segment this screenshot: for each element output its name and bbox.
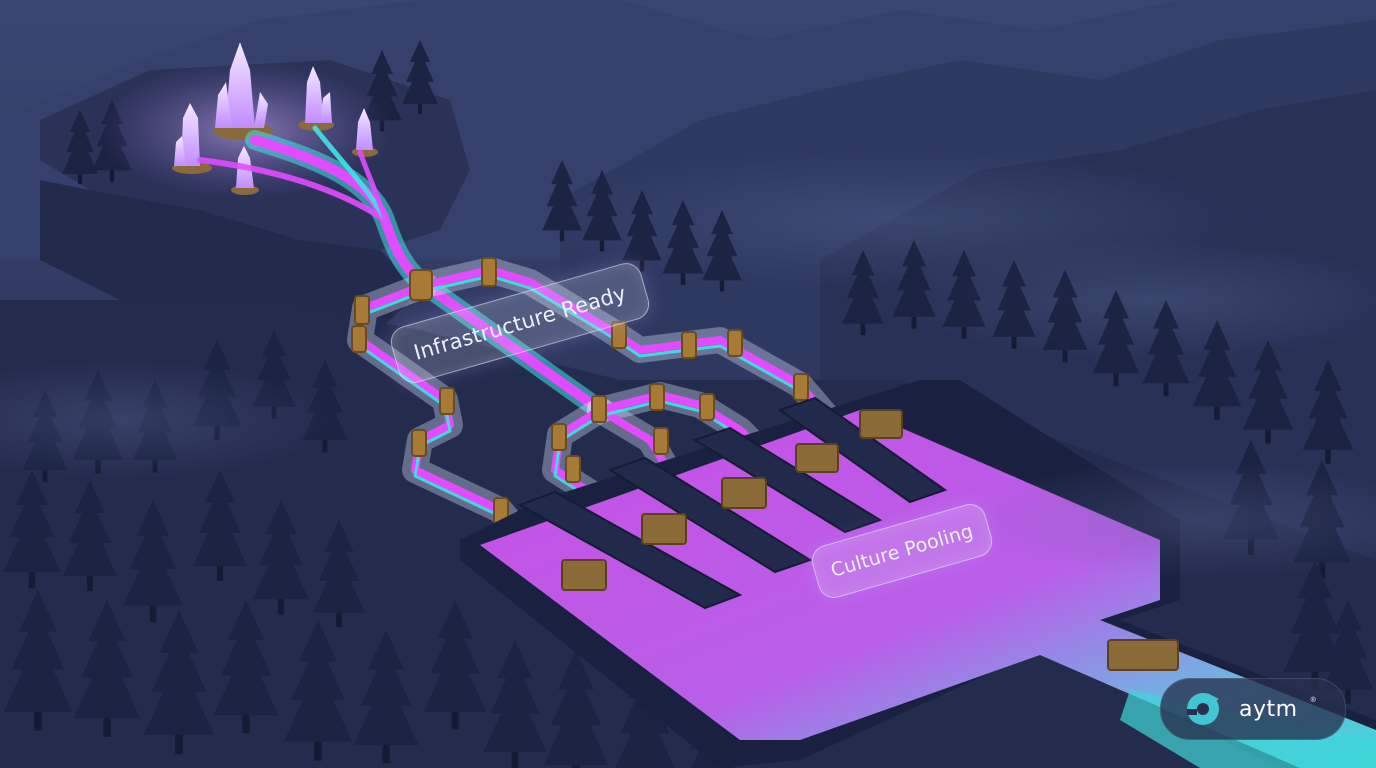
sluice-gate-icon [561,409,1179,671]
pipe-valve-icon [351,257,809,525]
aytm-wordmark: aytm [1239,696,1298,722]
aytm-logo-icon [1187,693,1219,725]
aytm-logo: aytm ® [1160,678,1346,740]
trademark-symbol: ® [1310,696,1316,704]
